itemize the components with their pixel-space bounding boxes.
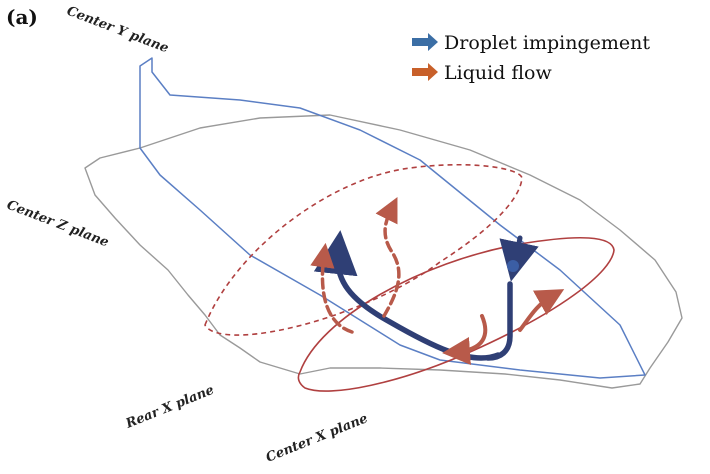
- blue-arrow-icon: [412, 33, 438, 51]
- center-x-plane-solid: [297, 237, 615, 392]
- droplet-arrow-top: [499, 235, 539, 282]
- legend-label-liquid: Liquid flow: [444, 62, 552, 84]
- droplet-arrow-main: [313, 230, 501, 361]
- legend-item-liquid: Liquid flow: [412, 62, 552, 84]
- liquid-flow-arrow-bottom: [442, 314, 488, 365]
- rear-plane-dashed: [204, 163, 523, 336]
- liquid-flow-arrow-upper: [375, 197, 401, 318]
- outer-gray-outline: [84, 114, 683, 389]
- impingement-point: [507, 260, 519, 272]
- center-x-plane-label: Center X plane: [264, 411, 370, 466]
- center-z-plane-label: Center Z plane: [5, 198, 111, 251]
- legend-label-droplet: Droplet impingement: [444, 32, 650, 54]
- center-y-plane: [139, 57, 646, 379]
- legend: Droplet impingement Liquid flow: [412, 32, 650, 84]
- liquid-flow-arrow-right: [518, 289, 565, 332]
- legend-item-droplet: Droplet impingement: [412, 32, 650, 54]
- center-y-plane-label: Center Y plane: [65, 4, 171, 57]
- droplet-arrow-vertical: [485, 281, 513, 361]
- orange-arrow-icon: [412, 63, 438, 81]
- liquid-flow-arrow-left: [310, 242, 354, 334]
- rear-x-plane-label: Rear X plane: [123, 383, 216, 432]
- panel-label: (a): [6, 5, 38, 29]
